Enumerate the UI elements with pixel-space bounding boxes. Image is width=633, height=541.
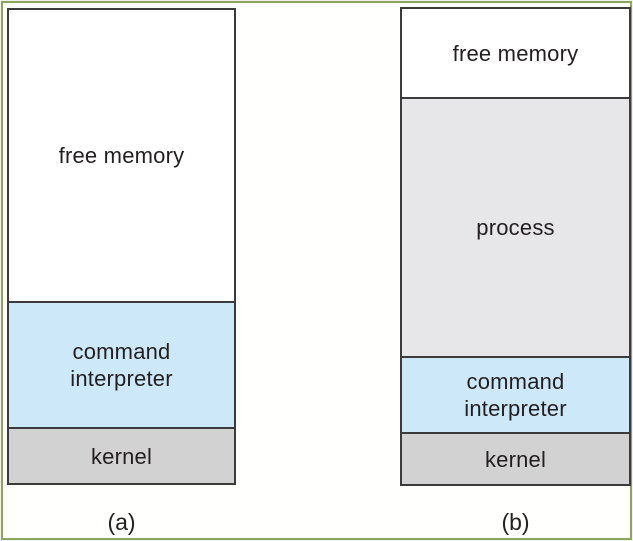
segment-command-interpreter-b: command interpreter	[402, 356, 629, 432]
segment-kernel-b: kernel	[402, 432, 629, 484]
segment-command-interpreter-a: command interpreter	[9, 301, 234, 427]
segment-label: kernel	[484, 446, 547, 472]
segment-label: free memory	[58, 143, 185, 168]
segment-process-b: process	[402, 97, 629, 356]
segment-label: command interpreter	[464, 369, 567, 421]
segment-label: process	[476, 215, 555, 240]
segment-label: free memory	[452, 40, 579, 66]
panel-label-a: (a)	[107, 508, 136, 535]
segment-kernel-a: kernel	[9, 427, 234, 483]
memory-box-b: free memory process command interpreter …	[400, 7, 631, 486]
segment-free-memory-b: free memory	[402, 9, 629, 97]
segment-label: command interpreter	[70, 339, 173, 391]
panel-label-b: (b)	[501, 508, 530, 535]
segment-free-memory-a: free memory	[9, 10, 234, 301]
segment-label: kernel	[90, 443, 153, 469]
memory-box-a: free memory command interpreter kernel	[7, 8, 236, 485]
